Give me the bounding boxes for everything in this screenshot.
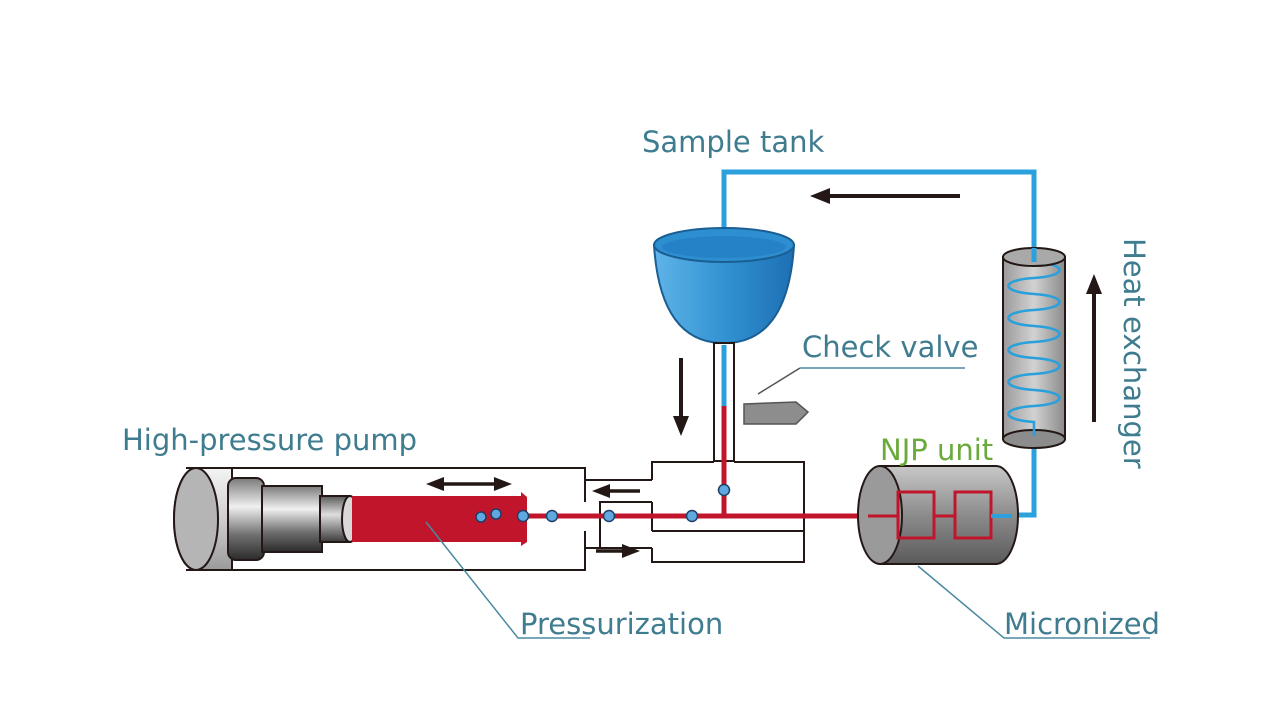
flow-arrow-out-pump [592, 484, 640, 498]
sample-tank [652, 227, 796, 344]
njp-unit [857, 465, 1019, 565]
fluid-bubbles [475, 483, 731, 523]
heat-exchanger [1002, 247, 1066, 449]
high-pressure-pump [173, 467, 652, 571]
manifold-block [651, 461, 805, 563]
heat-exchanger-label: Heat exchanger [1117, 238, 1151, 469]
pressurization-leader [425, 521, 590, 639]
high-pressure-pump-label: High-pressure pump [122, 423, 417, 457]
flow-arrow-up-right [1086, 274, 1102, 422]
njp-unit-label: NJP unit [880, 433, 993, 467]
pump-piston [227, 477, 359, 561]
piston-stroke-arrow [426, 477, 512, 491]
micronized-label: Micronized [1004, 607, 1160, 641]
check-valve-label: Check valve [802, 330, 978, 364]
check-valve-leader [757, 367, 801, 395]
pressurization-label: Pressurization [520, 607, 723, 641]
check-valve-wedge [743, 401, 810, 425]
heat-exchanger-coil [1007, 260, 1061, 436]
flow-arrow-down-tank [673, 358, 689, 436]
flow-arrow-left-top [810, 188, 960, 204]
micronized-leader [917, 565, 1150, 639]
sample-tank-label: Sample tank [642, 125, 824, 159]
flow-arrow-in-pump [596, 544, 640, 558]
check-valve-tube [713, 342, 735, 515]
